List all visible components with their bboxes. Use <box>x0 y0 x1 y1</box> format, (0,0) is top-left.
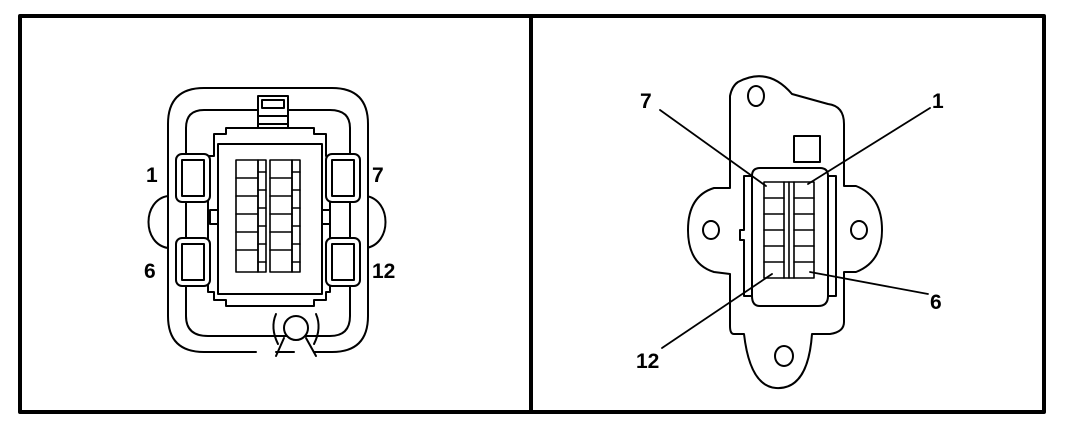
square-window <box>793 135 821 163</box>
left-connector-view: 1 7 6 12 <box>144 87 395 357</box>
pin-label-12: 12 <box>636 350 659 373</box>
inner-body-outline <box>185 109 351 337</box>
mount-hole-left <box>702 220 720 240</box>
mount-hole-right <box>850 220 868 240</box>
terminal-housing <box>207 127 331 307</box>
pin-cavity-grid <box>763 181 815 279</box>
mount-hole-bottom <box>774 345 794 367</box>
pin-label-1: 1 <box>146 164 158 187</box>
mount-hole-top <box>747 85 765 107</box>
post-bottom-right <box>325 237 361 287</box>
post-top-right <box>325 153 361 203</box>
pin-label-6: 6 <box>930 291 942 314</box>
leader-line-12 <box>661 273 773 349</box>
right-side-lobe <box>365 195 387 249</box>
left-side-lobe <box>147 195 169 249</box>
terminal-column-right <box>269 159 301 273</box>
mounting-flange <box>687 75 883 390</box>
pin-label-7: 7 <box>372 164 384 187</box>
leader-line-7 <box>659 109 767 187</box>
leader-line-6 <box>809 271 929 295</box>
right-connector-view: 7 1 6 12 <box>636 75 944 390</box>
pin-label-7: 7 <box>640 90 652 113</box>
pin-label-12: 12 <box>372 260 395 283</box>
post-top-left <box>175 153 211 203</box>
leader-line-1 <box>807 107 931 185</box>
retainer-clip <box>272 313 320 357</box>
terminal-column-left <box>235 159 267 273</box>
pin-label-6: 6 <box>144 260 156 283</box>
pin-label-1: 1 <box>932 90 944 113</box>
post-bottom-left <box>175 237 211 287</box>
